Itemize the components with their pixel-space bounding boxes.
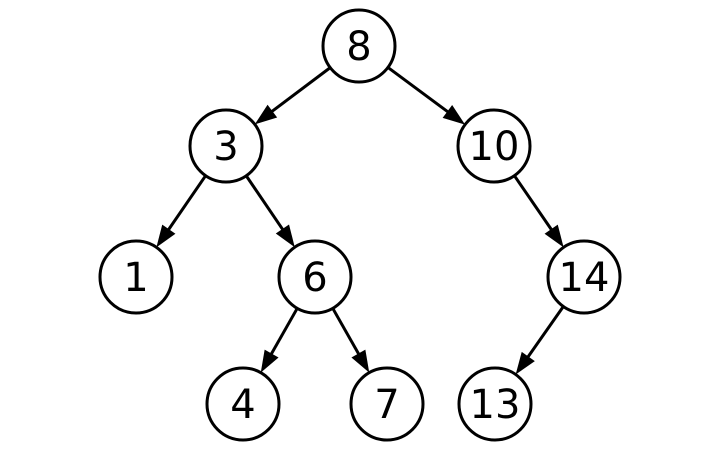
- arrow-head-icon: [254, 104, 278, 125]
- tree-node-14: 14: [546, 239, 622, 315]
- edge-n6-n7: [331, 307, 370, 373]
- edge-n3-n1: [156, 174, 207, 248]
- edge-line: [269, 307, 299, 357]
- arrow-head-icon: [515, 351, 535, 375]
- edge-line: [387, 66, 450, 114]
- tree-node-4: 4: [205, 366, 281, 442]
- arrow-head-icon: [275, 224, 295, 248]
- node-circle: [546, 239, 622, 315]
- edge-line: [331, 307, 361, 357]
- node-label: 1: [123, 255, 148, 301]
- node-label: 3: [213, 124, 238, 170]
- edge-line: [525, 305, 565, 360]
- edge-line: [269, 66, 332, 114]
- tree-node-1: 1: [98, 239, 174, 315]
- node-label: 14: [559, 255, 610, 301]
- tree-node-6: 6: [277, 239, 353, 315]
- arrow-head-icon: [544, 224, 564, 248]
- node-circle: [277, 239, 353, 315]
- arrow-head-icon: [442, 105, 466, 125]
- edge-n3-n6: [244, 174, 295, 248]
- edge-n8-n10: [387, 66, 466, 125]
- tree-node-3: 3: [188, 108, 264, 184]
- arrow-head-icon: [260, 349, 279, 373]
- edge-line: [244, 174, 285, 232]
- arrow-head-icon: [351, 349, 370, 373]
- edge-n10-n14: [513, 174, 564, 248]
- node-circle: [457, 366, 533, 442]
- tree-edges: [156, 66, 565, 375]
- node-circle: [188, 108, 264, 184]
- node-circle: [321, 8, 397, 84]
- node-label: 13: [470, 382, 521, 428]
- node-label: 7: [374, 382, 399, 428]
- tree-node-8: 8: [321, 8, 397, 84]
- tree-nodes: 8 3 10 1 6 14 4 7 13: [98, 8, 622, 442]
- node-circle: [349, 366, 425, 442]
- node-circle: [456, 108, 532, 184]
- arrow-head-icon: [156, 224, 176, 248]
- node-label: 6: [302, 255, 327, 301]
- node-label: 4: [230, 382, 255, 428]
- tree-node-7: 7: [349, 366, 425, 442]
- node-label: 10: [469, 124, 520, 170]
- node-label: 8: [346, 24, 371, 70]
- edge-n8-n3: [254, 66, 332, 125]
- edge-n6-n4: [260, 307, 299, 373]
- tree-node-13: 13: [457, 366, 533, 442]
- edge-line: [166, 174, 207, 232]
- edge-n14-n13: [515, 305, 565, 375]
- edge-line: [513, 174, 554, 232]
- node-circle: [205, 366, 281, 442]
- node-circle: [98, 239, 174, 315]
- tree-node-10: 10: [456, 108, 532, 184]
